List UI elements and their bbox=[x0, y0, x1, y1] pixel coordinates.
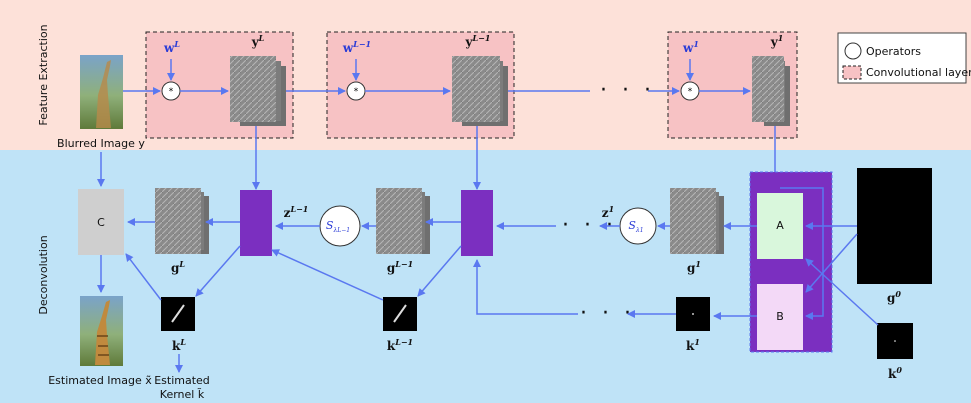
blurred-image bbox=[80, 55, 123, 129]
c-box bbox=[78, 189, 124, 255]
b-label: B bbox=[776, 310, 784, 323]
g-L-label: gL bbox=[171, 259, 185, 275]
feature-map-y-1 bbox=[752, 56, 790, 126]
svg-text:Sλ1: Sλ1 bbox=[628, 219, 643, 234]
soft-threshold-L-1: SλL−1 bbox=[319, 205, 361, 247]
bottom-ellipsis-2: · · · bbox=[580, 301, 635, 326]
legend-conv-icon bbox=[842, 65, 862, 80]
operator-2: * bbox=[346, 81, 366, 101]
filter-w-L-1: wL−1 bbox=[342, 39, 371, 55]
kernel-k-1 bbox=[676, 297, 710, 331]
kernel-k-L-1 bbox=[383, 297, 417, 331]
g-L-1-label: gL−1 bbox=[387, 259, 413, 275]
k-L-1-label: kL−1 bbox=[387, 337, 413, 353]
g-0-image bbox=[857, 168, 932, 284]
svg-text:*: * bbox=[688, 87, 693, 97]
blurred-image-label: Blurred Image y bbox=[57, 137, 145, 150]
c-label: C bbox=[97, 216, 105, 229]
g-1-label: g1 bbox=[687, 259, 701, 275]
svg-text:*: * bbox=[354, 87, 359, 97]
kernel-k-L bbox=[161, 297, 195, 331]
feature-map-g-L bbox=[155, 188, 209, 254]
filter-w-1: w1 bbox=[682, 39, 699, 55]
svg-text:SλL−1: SλL−1 bbox=[326, 219, 350, 234]
output-y-L-1: yL−1 bbox=[465, 33, 491, 49]
estimated-kernel-label-1: Estimated bbox=[154, 374, 210, 387]
operator-3: * bbox=[680, 81, 700, 101]
z-1-label: z1 bbox=[602, 204, 614, 220]
a-label: A bbox=[776, 219, 784, 232]
top-ellipsis: · · · bbox=[600, 78, 655, 103]
output-y-L: yL bbox=[251, 33, 265, 49]
k-0-label: k0 bbox=[888, 365, 902, 381]
operator-1: * bbox=[161, 81, 181, 101]
legend-operator-icon bbox=[844, 42, 862, 60]
feature-map-g-1 bbox=[670, 188, 724, 254]
purple-block-1 bbox=[240, 190, 272, 256]
a-box bbox=[757, 193, 803, 259]
feature-extraction-label: Feature Extraction bbox=[37, 24, 50, 125]
legend: Operators Convolutional layers bbox=[837, 32, 971, 84]
estimated-image bbox=[80, 296, 123, 366]
svg-text:*: * bbox=[169, 87, 174, 97]
output-y-1: y1 bbox=[770, 33, 784, 49]
g-0-label: g0 bbox=[887, 289, 901, 305]
legend-conv: Convolutional layers bbox=[866, 66, 971, 79]
deconvolution-label: Deconvolution bbox=[37, 235, 50, 314]
purple-block-2 bbox=[461, 190, 493, 256]
filter-w-L: wL bbox=[163, 39, 180, 55]
feature-map-y-L bbox=[230, 56, 286, 126]
z-L-1-label: zL−1 bbox=[284, 204, 309, 220]
k-1-label: k1 bbox=[686, 337, 700, 353]
feature-map-y-L-1 bbox=[452, 56, 508, 126]
estimated-kernel-label-2: Kernel k̃ bbox=[160, 388, 205, 401]
b-box bbox=[757, 284, 803, 350]
estimated-image-label: Estimated Image x̃ bbox=[48, 374, 152, 387]
feature-map-g-L-1 bbox=[376, 188, 430, 254]
legend-operators: Operators bbox=[866, 45, 921, 58]
soft-threshold-1: Sλ1 bbox=[619, 207, 657, 245]
k-L-label: kL bbox=[172, 337, 186, 353]
